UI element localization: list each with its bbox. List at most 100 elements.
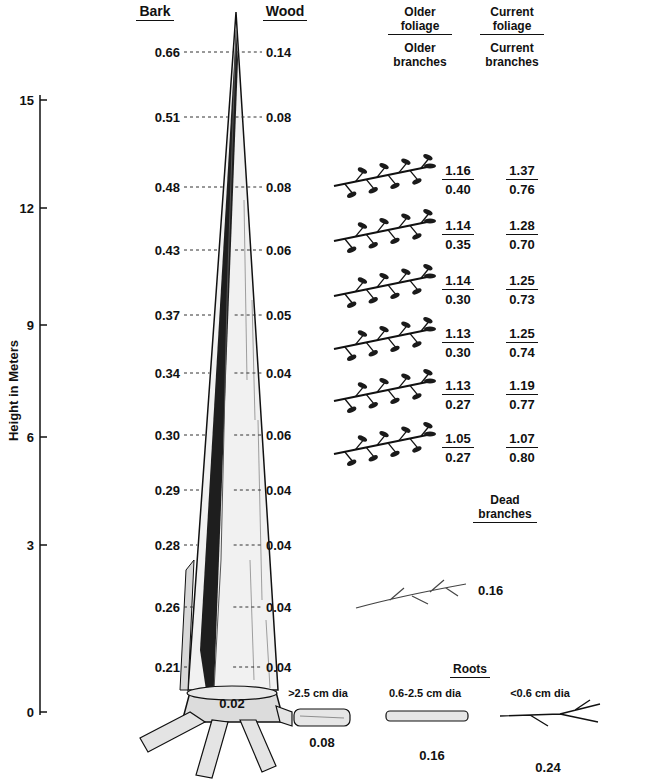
foliage-spray	[346, 190, 357, 199]
axis-title: Height in Meters	[7, 339, 22, 440]
foliage-spray	[411, 392, 422, 401]
wood-leader	[235, 250, 262, 251]
foliage-spray	[424, 273, 436, 278]
bark-leader	[184, 117, 228, 118]
bark-value: 0.26	[155, 600, 180, 615]
foliage-spray	[422, 263, 433, 272]
wood-leader	[233, 667, 262, 668]
foliage-spray	[357, 276, 368, 285]
older-branch-value: 0.27	[445, 450, 470, 465]
bark-leader	[184, 187, 223, 188]
wood-leader	[234, 435, 262, 436]
branch-stem	[334, 434, 432, 454]
axis-tick-label: 15	[20, 93, 34, 108]
trunk	[188, 12, 278, 690]
wood-leader	[234, 373, 262, 374]
foliage-spray	[422, 368, 433, 377]
older-branch-value: 0.35	[445, 237, 470, 252]
bark-value: 0.37	[155, 308, 180, 323]
wood-value: 0.04	[266, 366, 291, 381]
current-foliage-value: 1.07	[506, 431, 537, 448]
bark-value: 0.48	[155, 180, 180, 195]
foliage-spray	[400, 425, 411, 434]
column-header: Current foliage	[480, 5, 544, 35]
root-value: 0.24	[535, 760, 560, 775]
bark-leader	[184, 52, 232, 53]
current-foliage-value: 1.25	[506, 326, 537, 343]
column-header: Older branches	[388, 41, 452, 69]
bark-leader	[184, 435, 205, 436]
foliage-spray	[424, 163, 436, 168]
current-branch-value: 0.73	[509, 292, 534, 307]
branch-stem	[334, 221, 432, 241]
heartwood-cut	[200, 30, 238, 690]
current-branch-value: 0.80	[509, 450, 534, 465]
axis-tick-label: 0	[27, 705, 34, 720]
foliage-spray	[411, 340, 422, 349]
root-texture	[300, 716, 344, 718]
foliage-spray	[379, 162, 390, 171]
older-foliage-value: 1.14	[442, 273, 473, 290]
wood-value: 0.04	[266, 483, 291, 498]
foliage-spray	[357, 434, 368, 443]
foliage-spray	[400, 267, 411, 276]
axis-tick-label: 6	[27, 430, 34, 445]
foliage-spray	[379, 272, 390, 281]
foliage-spray	[424, 218, 436, 223]
foliage-spray	[379, 217, 390, 226]
foliage-spray	[368, 349, 379, 358]
root-class: 0.6-2.5 cm dia	[389, 687, 461, 700]
current-foliage-value: 1.19	[506, 378, 537, 395]
axis-tick-label: 3	[27, 538, 34, 553]
axis-tick-label: 9	[27, 318, 34, 333]
bark-leader	[184, 250, 218, 251]
foliage-spray	[357, 381, 368, 390]
wood-leader	[236, 117, 262, 118]
wood-leader	[234, 490, 262, 491]
foliage-spray	[368, 454, 379, 463]
axis-tick	[40, 99, 47, 101]
current-branch-value: 0.74	[509, 345, 534, 360]
foliage-spray	[368, 401, 379, 410]
bark-value: 0.30	[155, 428, 180, 443]
bark-leader	[184, 607, 193, 608]
foliage-spray	[389, 292, 400, 301]
wood-leader	[235, 187, 262, 188]
branch-stem	[334, 276, 432, 296]
wood-leader	[233, 607, 262, 608]
foliage-spray	[400, 320, 411, 329]
dead-branch-value: 0.16	[478, 583, 503, 598]
root	[140, 712, 205, 752]
older-branch-value: 0.30	[445, 345, 470, 360]
section-header: Dead branches	[473, 493, 537, 523]
branch-stem	[334, 381, 432, 401]
foliage-spray	[411, 177, 422, 186]
column-header: Older foliage	[388, 5, 452, 35]
older-foliage-value: 1.16	[442, 163, 473, 180]
axis-tick	[40, 711, 47, 713]
current-foliage-value: 1.37	[506, 163, 537, 180]
root-value: 0.08	[309, 735, 334, 750]
wood-grain	[266, 620, 270, 688]
foliage-spray	[411, 287, 422, 296]
wood-grain	[250, 560, 254, 680]
column-header: Current branches	[480, 41, 544, 69]
wood-leader	[236, 52, 262, 53]
root-value: 0.16	[419, 748, 444, 763]
foliage-spray	[424, 431, 436, 436]
foliage-spray	[411, 232, 422, 241]
foliage-spray	[357, 166, 368, 175]
current-branch-value: 0.70	[509, 237, 534, 252]
bark-value: 0.51	[155, 110, 180, 125]
wood-value: 0.04	[266, 660, 291, 675]
foliage-spray	[368, 241, 379, 250]
axis-line	[39, 95, 41, 715]
wood-grain	[258, 420, 262, 600]
current-branch-value: 0.77	[509, 397, 534, 412]
wood-value: 0.04	[266, 600, 291, 615]
bark-strip	[180, 560, 194, 690]
foliage-spray	[346, 245, 357, 254]
wood-value: 0.06	[266, 428, 291, 443]
